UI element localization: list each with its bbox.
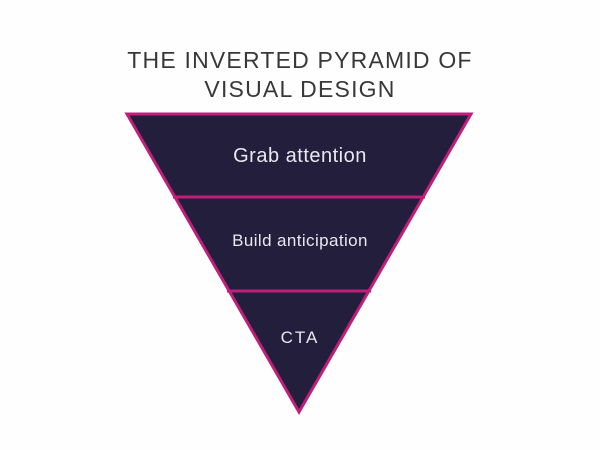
- pyramid-level-label-cta: CTA: [281, 328, 320, 347]
- page-title-line-1: THE INVERTED PYRAMID OF: [127, 47, 473, 74]
- pyramid-level-label-build-anticipation: Build anticipation: [232, 231, 368, 250]
- page-title: THE INVERTED PYRAMID OF VISUAL DESIGN: [0, 46, 600, 104]
- page-title-line-2: VISUAL DESIGN: [204, 76, 396, 103]
- pyramid-shape: [124, 112, 474, 416]
- pyramid-level-label-grab-attention: Grab attention: [233, 145, 367, 167]
